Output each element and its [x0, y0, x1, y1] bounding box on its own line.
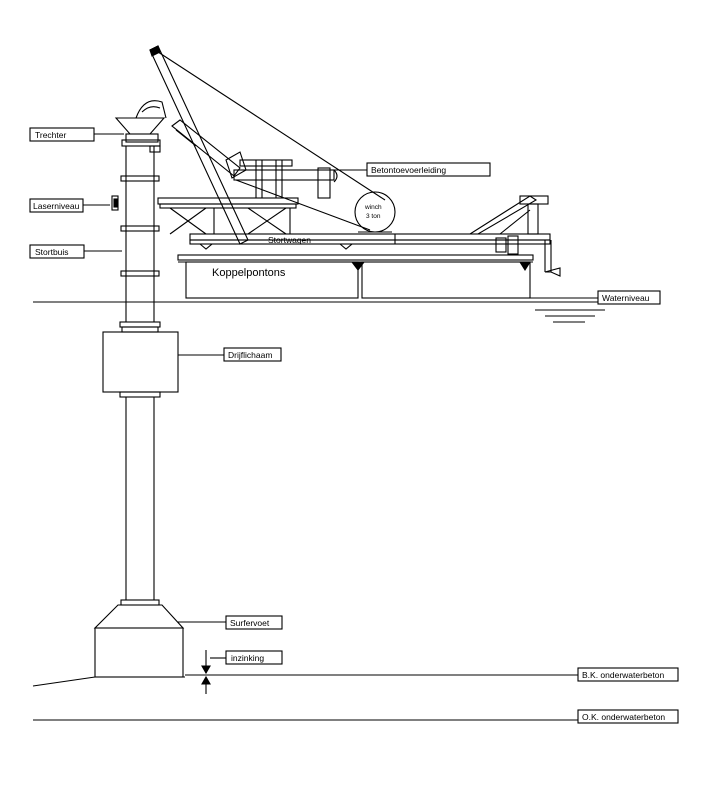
label-ok-onderwaterbeton-text: O.K. onderwaterbeton — [582, 712, 665, 722]
settlement-arrows — [201, 650, 211, 694]
inclined-boom — [149, 45, 249, 245]
pontoon-chock-marks — [350, 261, 531, 272]
label-trechter: Trechter — [29, 127, 95, 142]
label-koppelpontons: Koppelpontons — [212, 267, 286, 279]
label-winch-line1: winch — [364, 204, 382, 211]
tremie-pipe-lower — [120, 397, 160, 606]
water-ripple-marks — [535, 309, 605, 323]
label-stortwagen: Stortwagen — [268, 235, 311, 245]
label-ok-onderwaterbeton: O.K. onderwaterbeton — [577, 709, 679, 724]
label-stortwagen-text: Stortwagen — [268, 235, 311, 245]
label-bk-onderwaterbeton-text: B.K. onderwaterbeton — [582, 670, 664, 680]
laser-level-device — [111, 195, 119, 211]
label-trechter-text: Trechter — [35, 130, 67, 140]
winch-drum — [354, 191, 396, 233]
hopper-trechter — [114, 100, 167, 153]
label-laserniveau: Laserniveau — [29, 198, 84, 213]
label-inzinking-text: inzinking — [231, 653, 264, 663]
label-waterniveau-text: Waterniveau — [602, 293, 650, 303]
label-inzinking: inzinking — [225, 650, 283, 665]
surfer-foot — [93, 604, 185, 678]
label-winch: winch 3 ton — [364, 204, 382, 220]
conveyor-arm — [171, 119, 247, 179]
tremie-pipe-upper — [119, 146, 161, 328]
hoist-crank — [495, 235, 561, 277]
label-drijflichaam: Drijflichaam — [223, 347, 282, 362]
float-drijflichaam — [102, 326, 179, 398]
label-winch-line2: 3 ton — [366, 213, 381, 220]
label-waterniveau: Waterniveau — [597, 290, 661, 305]
boom-cable — [154, 49, 386, 231]
ramp-structure — [468, 195, 549, 235]
label-betontoevoerleiding-text: Betontoevoerleiding — [371, 165, 446, 175]
pontoon-left — [185, 261, 359, 299]
label-bk-onderwaterbeton: B.K. onderwaterbeton — [577, 667, 679, 682]
label-surfervoet: Surfervoet — [225, 615, 283, 630]
label-stortbuis: Stortbuis — [29, 244, 85, 259]
label-betontoevoerleiding: Betontoevoerleiding — [366, 162, 491, 177]
label-laserniveau-text: Laserniveau — [33, 201, 80, 211]
label-leaders — [83, 133, 598, 659]
label-stortbuis-text: Stortbuis — [35, 247, 69, 257]
stortwagen-cart — [189, 233, 551, 250]
supply-pipe-housing — [233, 159, 338, 199]
pontoon-deck — [177, 254, 534, 263]
label-koppelpontons-text: Koppelpontons — [212, 267, 286, 279]
label-drijflichaam-text: Drijflichaam — [228, 350, 272, 360]
pontoon-right — [361, 261, 531, 299]
gantry-frame — [157, 197, 299, 235]
label-surfervoet-text: Surfervoet — [230, 618, 270, 628]
